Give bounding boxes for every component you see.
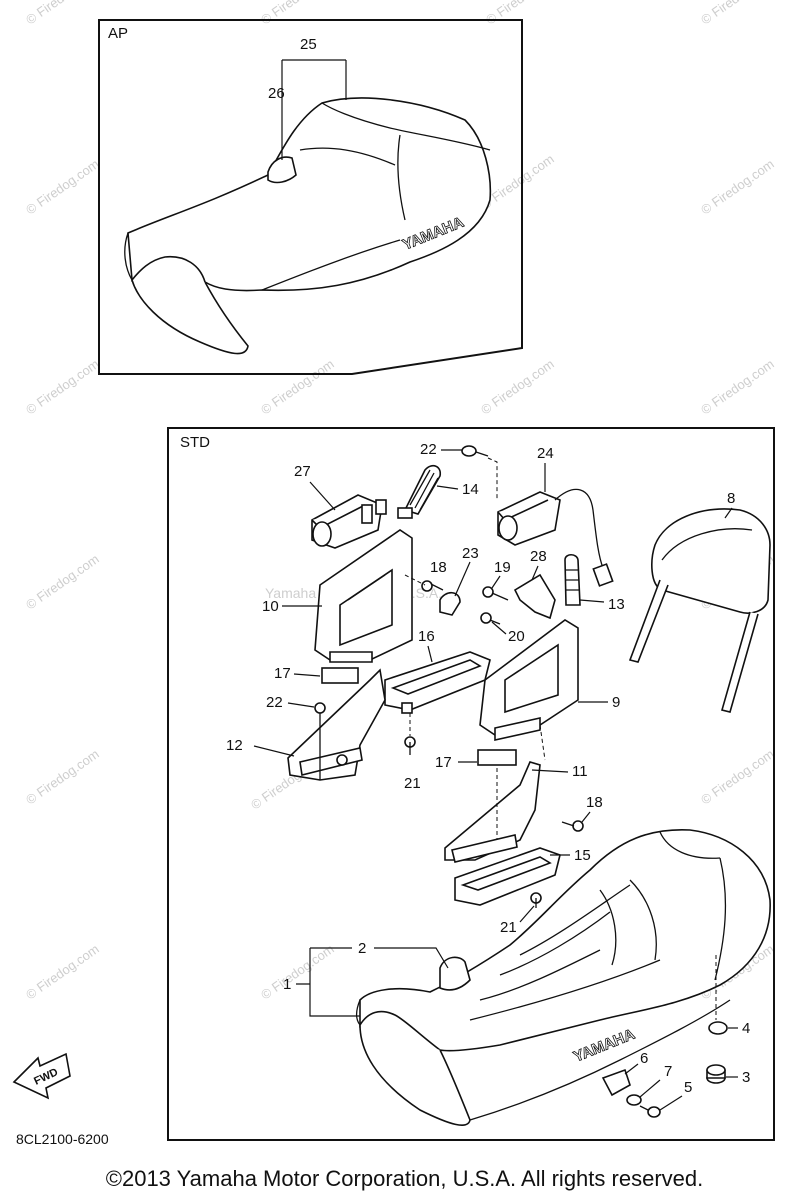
callout-12: 12 [226, 737, 243, 754]
part-10-bracket [314, 529, 413, 663]
watermark: © Firedog.com [258, 356, 337, 417]
part-20-bolt-upper [482, 586, 509, 601]
callout-27: 28 [530, 548, 547, 565]
callout-14: 14 [462, 481, 479, 498]
watermark: © Firedog.com [258, 0, 337, 27]
part-13-grip [564, 553, 581, 606]
part-6-bracket [601, 1068, 631, 1097]
part-17-spacer [477, 749, 517, 766]
watermark: © Firedog.com [258, 941, 337, 1002]
callout-20: 20 [508, 628, 525, 645]
callout-23: 22 [420, 441, 437, 458]
part-21-bolt-lower [530, 892, 542, 908]
callout-3: 3 [742, 1069, 750, 1086]
callout-7: 7 [664, 1063, 672, 1080]
callout-18: 18 [586, 794, 603, 811]
callout-17: 17 [274, 665, 291, 682]
watermark: © Firedog.com [698, 156, 777, 217]
callout-29: 26 [268, 85, 285, 102]
watermark: © Firedog.com [698, 746, 777, 807]
watermark: © Firedog.com [23, 551, 102, 612]
part-8-backrest [628, 508, 771, 713]
part-24-clamp [439, 591, 461, 616]
watermark: © Firedog.com [698, 356, 777, 417]
callout-28: 25 [300, 36, 317, 53]
std-box [167, 427, 775, 1141]
callout-21: 21 [500, 919, 517, 936]
watermark: © Firedog.com [23, 0, 102, 27]
callout-26: 27 [294, 463, 311, 480]
callout-19: 18 [430, 559, 447, 576]
part-25-switch [497, 488, 614, 587]
watermark: © Firedog.com [23, 156, 102, 217]
callout-11: 11 [572, 763, 588, 780]
part-27-clamp [513, 573, 556, 620]
part-15-cover [454, 847, 561, 906]
ap-seat: YAMAHA [124, 97, 492, 355]
part-3-damper [706, 1064, 726, 1084]
part-16-cover [384, 651, 491, 714]
watermark: © Firedog.com [23, 356, 102, 417]
callout-8: 8 [727, 490, 735, 507]
callout-5: 5 [684, 1079, 692, 1096]
callout-13: 13 [608, 596, 625, 613]
copyright: ©2013 Yamaha Motor Corporation, U.S.A. A… [105, 1166, 704, 1191]
callout-22: 22 [266, 694, 283, 711]
part-18-bolt [561, 820, 584, 832]
watermark: © Firedog.com [478, 356, 557, 417]
part-5-bolt [639, 1105, 661, 1118]
fwd-arrow-icon: FWD [12, 1052, 71, 1100]
part-14-grip [397, 464, 442, 519]
part-11-bracket [444, 761, 541, 863]
ap-label: AP [108, 25, 128, 42]
callout-4: 4 [742, 1020, 750, 1037]
part-23-bolt [461, 445, 489, 457]
ap-box [98, 19, 523, 375]
part-12-bracket [287, 668, 386, 781]
std-seat-brand: YAMAHA [571, 1026, 637, 1066]
part-22-bolt [314, 702, 326, 780]
watermark: © Firedog.com [698, 0, 777, 27]
callout-17: 17 [435, 754, 452, 771]
callout-25: 24 [537, 445, 554, 462]
callout-20: 19 [494, 559, 511, 576]
std-seat: YAMAHA [355, 829, 771, 1126]
callout-15: 15 [574, 847, 591, 864]
callout-2: 2 [358, 940, 366, 957]
part-7-washer [626, 1094, 642, 1106]
callout-9: 9 [612, 694, 620, 711]
callout-21: 21 [404, 775, 421, 792]
part-21-bolt-upper [404, 736, 416, 755]
part-20-bolt-lower [480, 612, 501, 625]
part-26-switch [311, 494, 387, 549]
part-9-bracket [479, 619, 579, 741]
callout-1: 1 [283, 976, 291, 993]
callout-16: 16 [418, 628, 435, 645]
callout-24: 23 [462, 545, 479, 562]
watermark: © Firedog.com [23, 746, 102, 807]
diagram-code: 8CL2100-6200 [16, 1131, 109, 1147]
parts-diagram: © Firedog.com © Firedog.com © Firedog.co… [12, 0, 777, 1141]
part-4-grommet [708, 1021, 728, 1035]
watermark: © Firedog.com [23, 941, 102, 1002]
callout-10: 10 [262, 598, 279, 615]
part-17-spacer [321, 667, 359, 684]
std-label: STD [180, 434, 210, 451]
callout-6: 6 [640, 1050, 648, 1067]
part-19-bolt [421, 580, 444, 592]
